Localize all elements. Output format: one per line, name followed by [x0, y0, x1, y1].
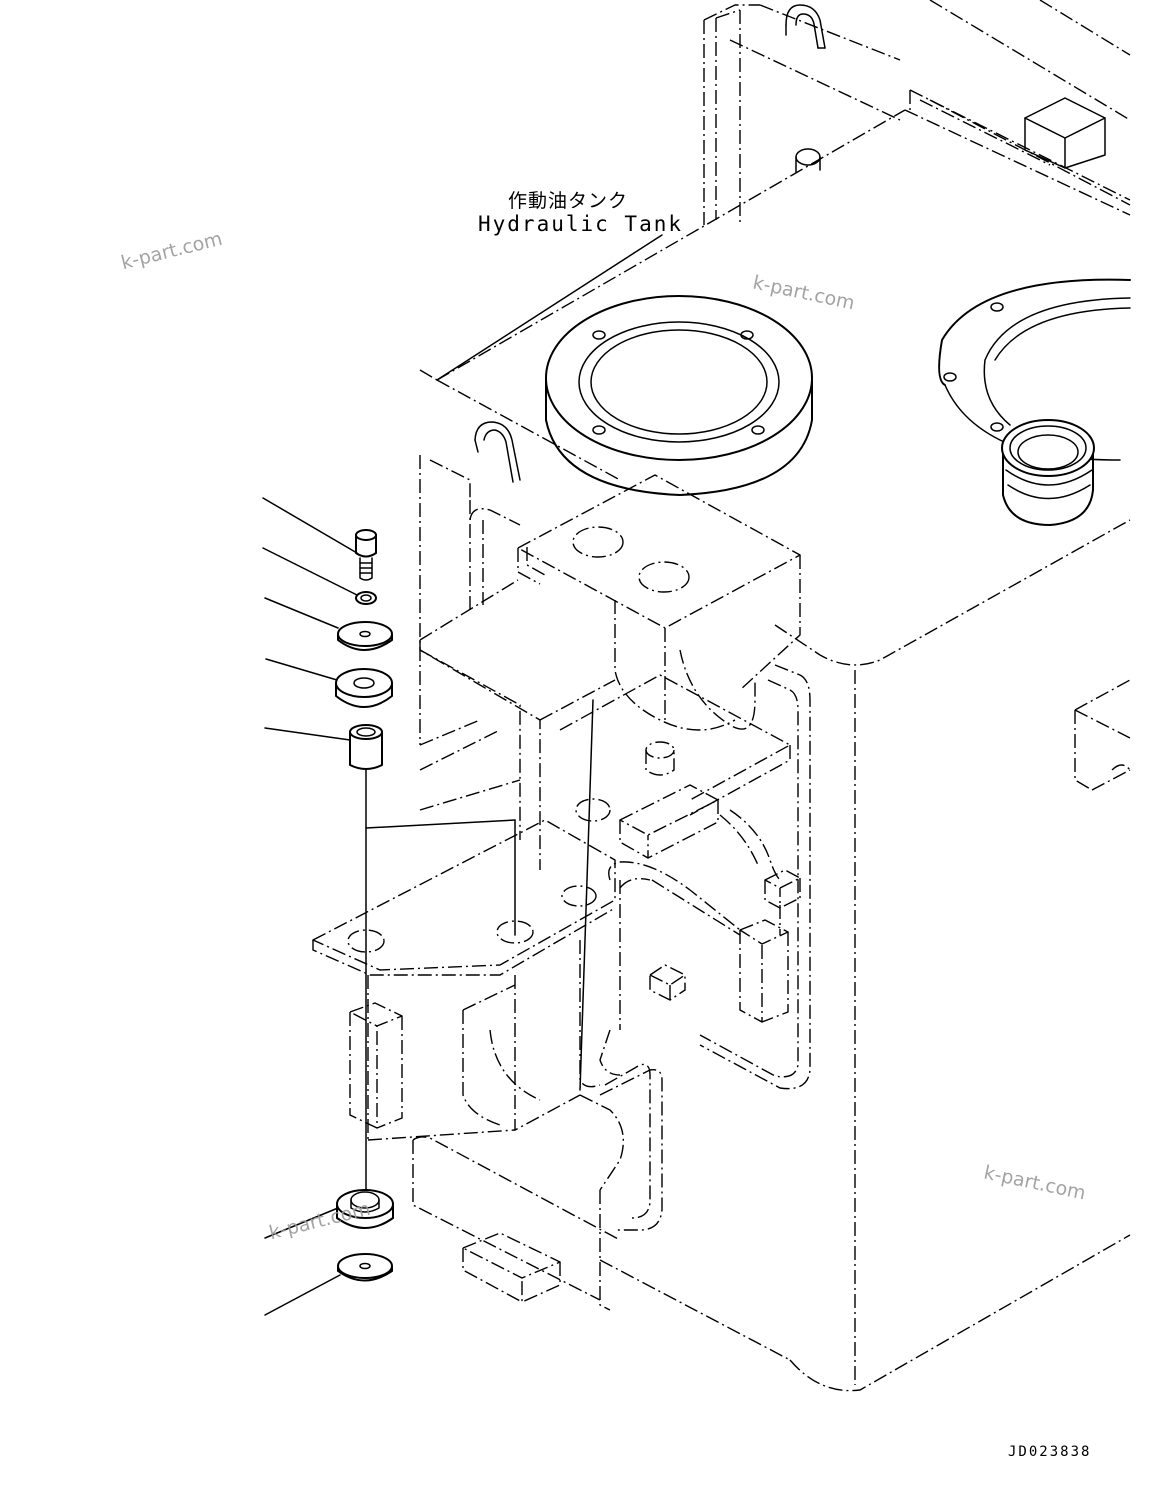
- tank-side-frame-rails: [419, 500, 811, 1090]
- leader-lines: [262, 234, 663, 1316]
- rubber-cushion-lower: [336, 1189, 394, 1229]
- stopper-block-bottom: [462, 1232, 561, 1303]
- bolt-part: [355, 529, 377, 581]
- tank-label-japanese: 作動油タンク: [508, 190, 629, 212]
- block-connector: [619, 784, 719, 859]
- rear-frame-outline: [703, 0, 1131, 225]
- lifting-hook-top: [785, 4, 826, 49]
- center-line: [365, 699, 594, 1201]
- flat-washer-part: [337, 621, 393, 651]
- filler-cap: [1001, 419, 1095, 526]
- drawing-code-label: JD023838: [1008, 1444, 1092, 1460]
- lower-washer-part: [337, 1253, 393, 1282]
- wiring-harness: [608, 809, 781, 936]
- small-cylinder-part: [645, 741, 675, 776]
- port-cap: [795, 148, 821, 173]
- collar-sleeve-part: [349, 724, 383, 770]
- mount-plate-middle: [559, 674, 791, 822]
- rubber-cushion-upper: [335, 668, 393, 708]
- tank-bracket-upper: [419, 474, 801, 870]
- lock-washer-part: [355, 591, 377, 605]
- mount-plate-lower: [312, 819, 616, 976]
- hydraulic-tank-body: [419, 109, 1131, 1392]
- stopper-block: [349, 1002, 403, 1129]
- hex-nut-part: [649, 964, 686, 1001]
- tank-flange-cover: [545, 295, 813, 496]
- tank-bracket-lower: [367, 975, 663, 1311]
- lifting-hook-left: [474, 421, 521, 483]
- tank-label-english: Hydraulic Tank: [478, 212, 684, 236]
- sensor-box-top: [1024, 97, 1106, 169]
- harness-connector-1: [764, 869, 801, 909]
- harness-connector-2: [739, 919, 789, 1023]
